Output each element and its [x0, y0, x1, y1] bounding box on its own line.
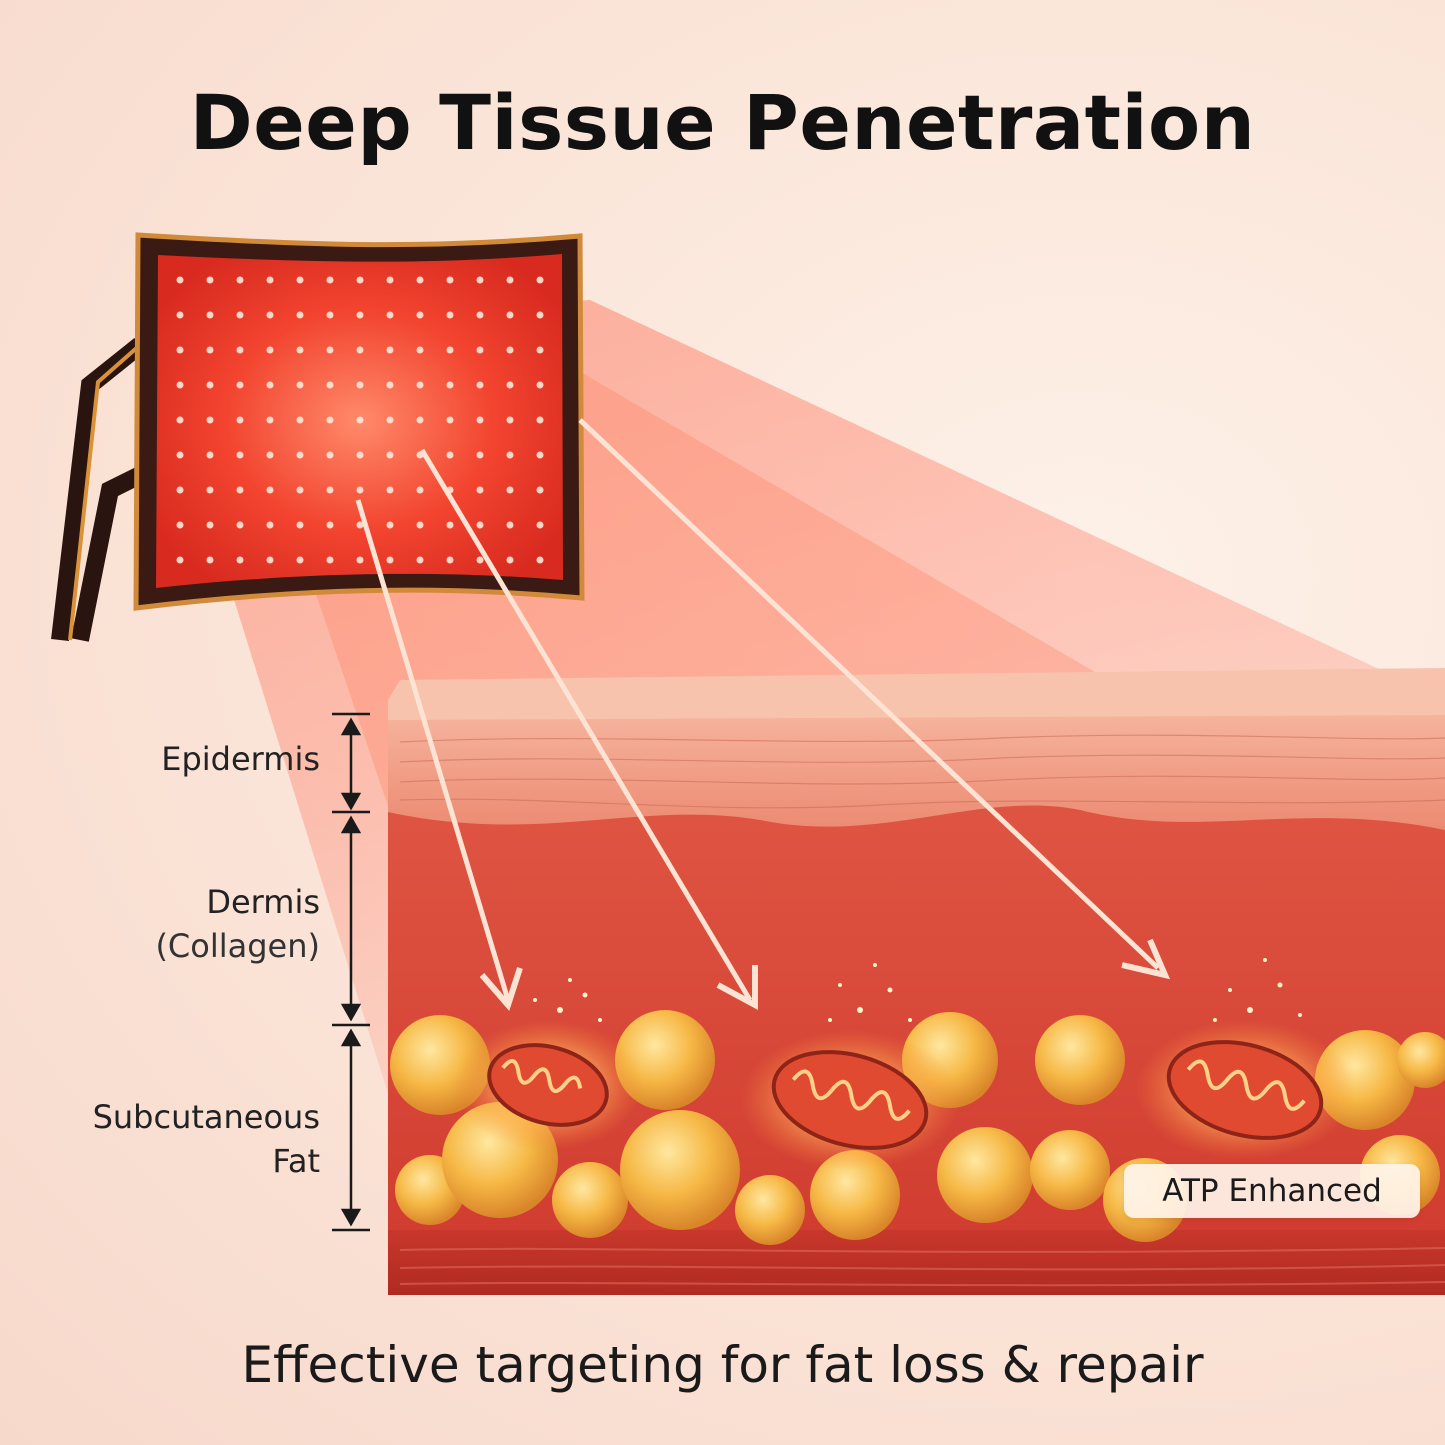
penetration-arrows — [355, 418, 1160, 1002]
layer-label-dermis: Dermis (Collagen) — [60, 880, 320, 968]
layer-note: Fat — [272, 1142, 320, 1180]
epidermis-layer — [388, 715, 1445, 830]
layer-name: Epidermis — [161, 740, 320, 778]
footer-caption: Effective targeting for fat loss & repai… — [241, 1336, 1204, 1394]
layer-name: Subcutaneous — [92, 1098, 320, 1136]
arrow-heads — [479, 938, 1171, 1011]
mitochondrion-1 — [453, 1020, 643, 1150]
led-panel-device — [51, 232, 585, 642]
layer-name: Dermis — [206, 883, 320, 921]
layer-note: (Collagen) — [155, 927, 320, 965]
layer-label-subcutaneous-fat: Subcutaneous Fat — [20, 1095, 320, 1183]
atp-enhanced-badge: ATP Enhanced — [1124, 1164, 1420, 1218]
fat-cells — [390, 1010, 1445, 1245]
layer-brackets — [332, 712, 370, 1232]
mitochondrion-3 — [1135, 1020, 1355, 1160]
page-title: Deep Tissue Penetration — [189, 78, 1256, 167]
mitochondrion-2 — [740, 1030, 960, 1170]
layer-label-epidermis: Epidermis — [80, 740, 320, 778]
energy-sparkles — [533, 958, 1302, 1022]
